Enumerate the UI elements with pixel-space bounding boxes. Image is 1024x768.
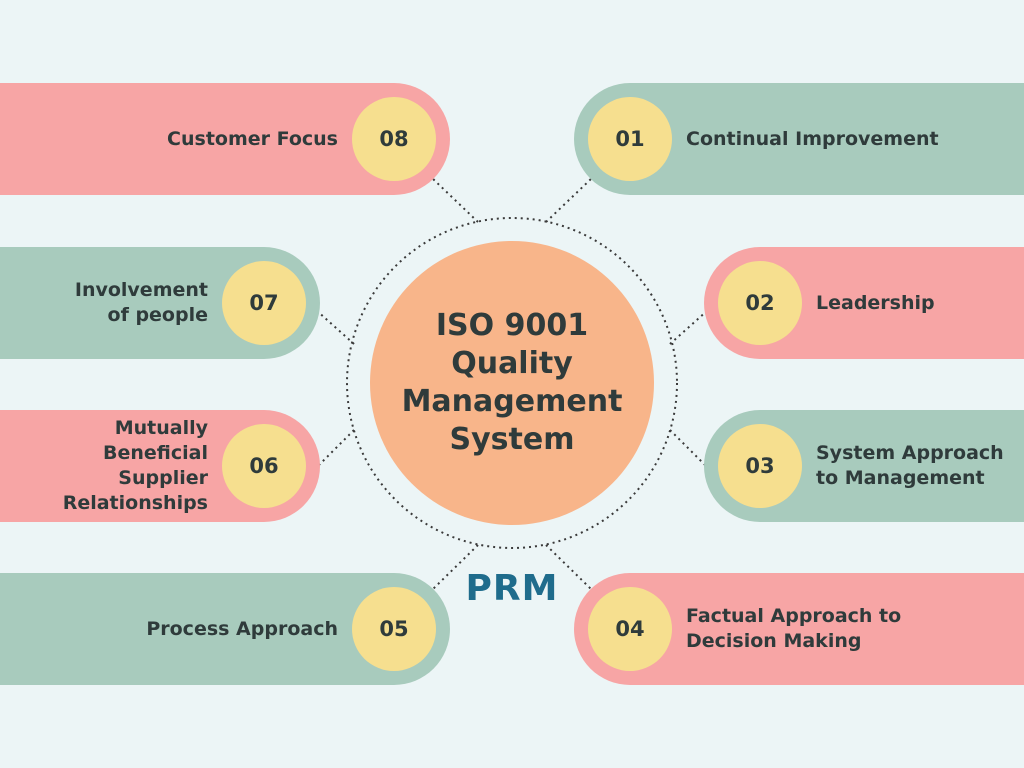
connector-06: [315, 429, 355, 469]
principle-07: 07 Involvement of people: [0, 247, 320, 359]
principle-08-number: 08: [352, 97, 436, 181]
principle-02-label: Leadership: [816, 291, 935, 314]
brand-logo-text: PRM: [465, 568, 559, 609]
principle-05-label: Process Approach: [146, 617, 338, 640]
principle-04: 04 Factual Approach to Decision Making: [574, 573, 1024, 685]
principle-08: 08 Customer Focus: [0, 83, 450, 195]
principle-02: 02 Leadership: [704, 247, 1024, 359]
principle-06-label: Mutually Beneficial Supplier Relationshi…: [62, 417, 208, 514]
principle-01-number: 01: [588, 97, 672, 181]
principle-01: 01 Continual Improvement: [574, 83, 1024, 195]
principle-03-number: 03: [718, 424, 802, 508]
connector-02: [669, 309, 709, 345]
connector-03: [669, 429, 709, 469]
principle-07-number: 07: [222, 261, 306, 345]
principle-06-number: 06: [222, 424, 306, 508]
principle-07-label: Involvement of people: [74, 279, 208, 326]
central-hub: ISO 9001 Quality Management System: [370, 241, 654, 525]
connector-08: [431, 177, 479, 223]
connector-01: [545, 177, 593, 223]
principle-03-label: System Approach to Management: [816, 442, 1004, 489]
principle-01-label: Continual Improvement: [686, 127, 939, 150]
principle-04-label: Factual Approach to Decision Making: [686, 605, 902, 652]
principle-02-number: 02: [718, 261, 802, 345]
principle-04-number: 04: [588, 587, 672, 671]
principle-05: 05 Process Approach: [0, 573, 450, 685]
principle-03: 03 System Approach to Management: [704, 410, 1024, 522]
connector-07: [315, 309, 355, 345]
hub-title: ISO 9001 Quality Management System: [401, 308, 623, 457]
principle-05-number: 05: [352, 587, 436, 671]
principle-06: 06 Mutually Beneficial Supplier Relation…: [0, 410, 320, 522]
principle-08-label: Customer Focus: [167, 127, 338, 150]
